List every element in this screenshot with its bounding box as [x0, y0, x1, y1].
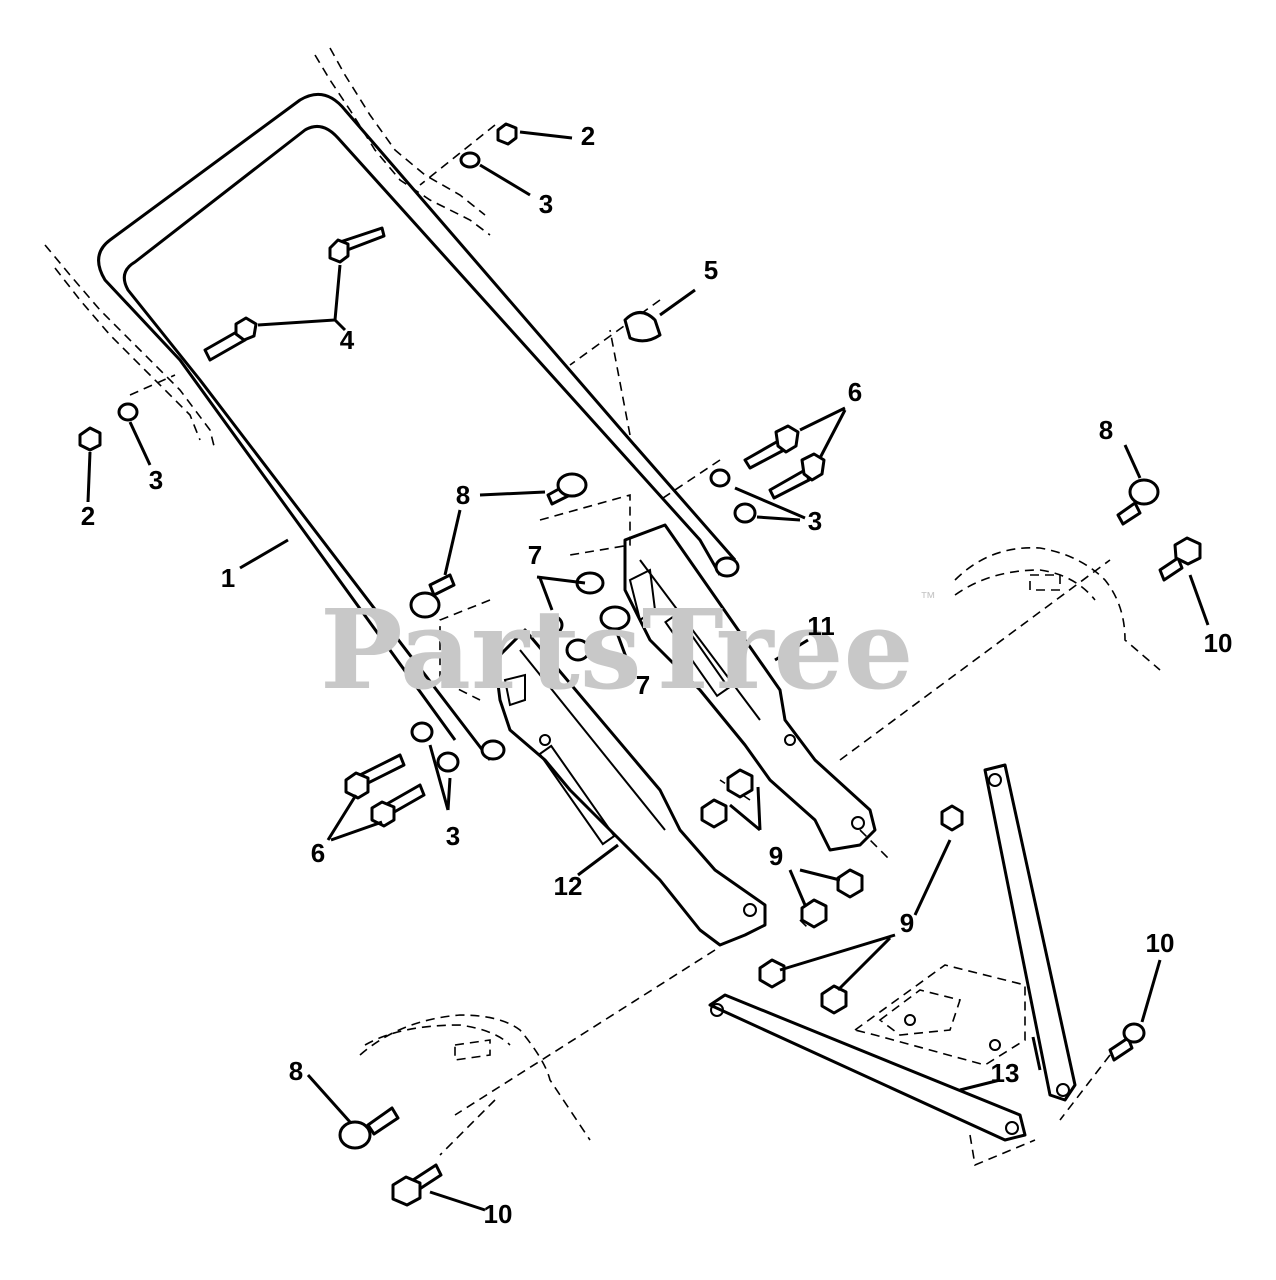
watermark-brand: PartsTree: [320, 585, 914, 714]
bracket-11: [623, 523, 877, 852]
bolt-8-center: [546, 472, 588, 506]
bolt-6-left-lower: [370, 783, 426, 828]
nut-9-a: [726, 768, 754, 799]
bolt-10-bottom: [391, 1163, 443, 1207]
nut-9-d: [800, 898, 828, 929]
callout-2: 2: [581, 121, 595, 151]
callout-3: 3: [808, 506, 822, 536]
nut-2-left: [78, 426, 102, 452]
handle-tube: [97, 92, 740, 761]
bolt-8-left: [409, 573, 456, 619]
callout-5: 5: [704, 255, 718, 285]
callout-2: 2: [81, 501, 95, 531]
mount-plate-outline: [853, 964, 1026, 1066]
callout-6: 6: [848, 377, 862, 407]
callout-11: 11: [807, 611, 835, 641]
callout-8: 8: [289, 1056, 303, 1086]
bolt-8-lower: [338, 1106, 400, 1150]
bolt-4-upper: [328, 226, 386, 264]
callout-10: 10: [484, 1199, 513, 1229]
washer-3-lc-a: [410, 721, 434, 743]
bolt-6-left-upper: [344, 753, 406, 800]
nut-9-c: [836, 868, 864, 899]
bolt-10-right-upper: [1158, 536, 1202, 582]
mower-outline-upper: [44, 47, 491, 451]
nut-9-e: [940, 804, 964, 832]
callout-6: 6: [311, 838, 325, 868]
nut-7-c: [540, 614, 564, 636]
bolt-4-lower: [203, 316, 258, 362]
brace-13: [708, 763, 1077, 1142]
callout-4: 4: [340, 325, 355, 355]
callout-10: 10: [1204, 628, 1233, 658]
callout-3: 3: [539, 189, 553, 219]
callout-8: 8: [1099, 415, 1113, 445]
washer-3-upper: [459, 151, 481, 169]
bolt-10-right-lower: [1108, 1022, 1146, 1062]
nut-2-upper: [496, 122, 518, 146]
callout-9: 9: [900, 908, 914, 938]
callout-10: 10: [1146, 928, 1175, 958]
bolt-8-right: [1116, 478, 1160, 526]
callout-12: 12: [554, 871, 583, 901]
lower-left-deck-outline: [359, 1014, 591, 1141]
nut-7-b: [599, 605, 631, 631]
callout-8: 8: [456, 480, 470, 510]
bolt-6-right-lower: [768, 452, 826, 500]
callout-3: 3: [149, 465, 163, 495]
bolt-6-right-upper: [743, 424, 800, 470]
nut-9-f: [758, 958, 786, 989]
watermark-trademark: ™: [920, 590, 936, 607]
callout-3: 3: [446, 821, 460, 851]
bracket-12: [493, 628, 767, 947]
callout-13: 13: [991, 1058, 1020, 1088]
callout-labels: 2 3 5 4 3 2 6 8 3 8 10 8 1 7 11 7 6 3 9 …: [81, 121, 1233, 1229]
hardware: [78, 122, 1202, 1207]
callout-7: 7: [528, 540, 542, 570]
washer-3-right-a: [709, 468, 731, 488]
washer-3-lc-b: [436, 751, 460, 773]
nut-9-g: [820, 984, 848, 1015]
assembly-centerlines: [129, 124, 1111, 1167]
upper-right-deck-outline: [954, 546, 1161, 671]
callout-1: 1: [221, 563, 235, 593]
washer-3-right-b: [733, 502, 757, 524]
leader-lines: [86, 130, 1210, 1212]
washer-3-left: [117, 402, 139, 422]
cap-5: [623, 311, 662, 343]
callout-7: 7: [636, 670, 650, 700]
callout-9: 9: [769, 841, 783, 871]
watermark: PartsTree ™: [320, 585, 936, 714]
nut-9-b: [700, 798, 728, 829]
